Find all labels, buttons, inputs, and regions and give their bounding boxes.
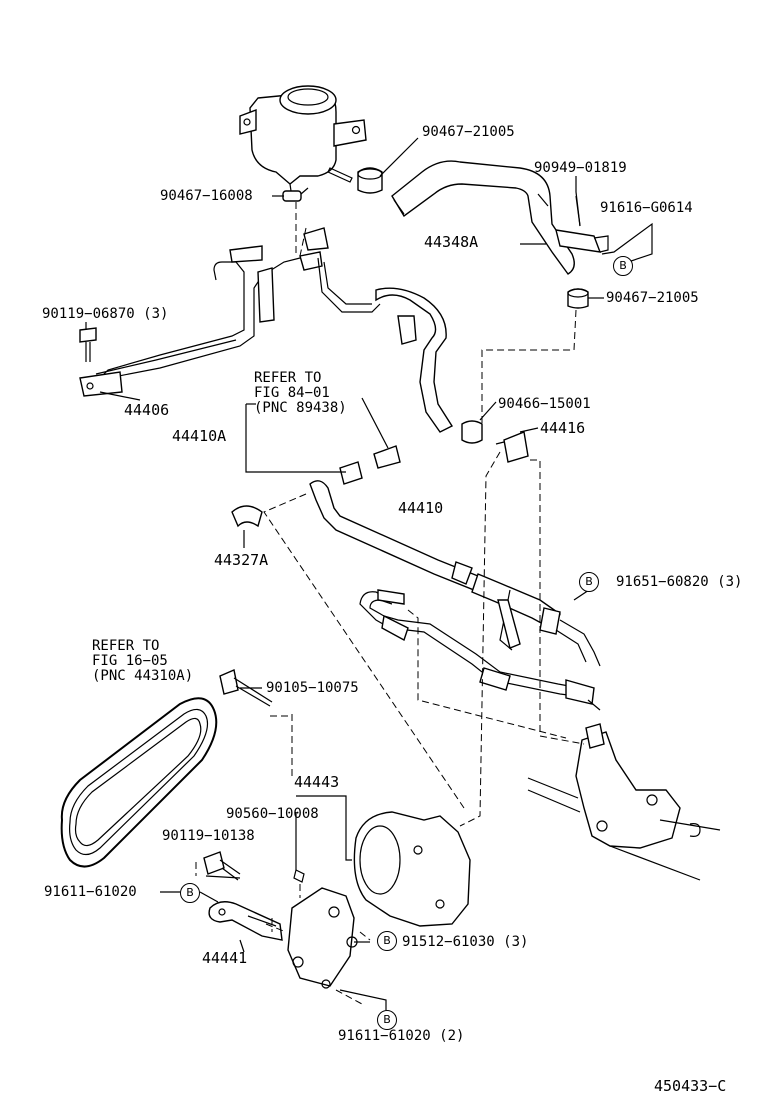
label-90467-16008: 90467−16008 xyxy=(160,188,253,204)
refer-note-fig16-line2: FIG 16−05 xyxy=(92,653,168,669)
label-44416: 44416 xyxy=(540,419,586,437)
label-90466-15001: 90466−15001 xyxy=(498,396,591,412)
refer-note-fig16-line3: (PNC 44310A) xyxy=(92,668,194,684)
callout-b-91512: B xyxy=(377,931,397,951)
bolt-90119-10138 xyxy=(203,851,241,881)
clamp-90467-16008 xyxy=(282,187,309,202)
callout-b-91611-left: B xyxy=(180,883,200,903)
label-44443: 44443 xyxy=(294,773,340,791)
refer-note-fig16-line1: REFER TO xyxy=(92,638,160,654)
union-44416 xyxy=(495,431,529,463)
bolt-90119-06870 xyxy=(79,327,97,362)
label-91512-61030: 91512−61030 (3) xyxy=(402,934,529,950)
clamp-90466 xyxy=(461,420,483,444)
label-44406: 44406 xyxy=(124,401,170,419)
label-90119-10138: 90119−10138 xyxy=(162,828,255,844)
refer-note-fig84-line2: FIG 84−01 xyxy=(254,385,330,401)
label-91611-61020-bottom: 91611−61020 (2) xyxy=(338,1028,465,1044)
label-90105-10075: 90105−10075 xyxy=(266,680,359,696)
label-44410: 44410 xyxy=(398,499,444,517)
clamp-top xyxy=(357,167,383,194)
label-91611-61020-left: 91611−61020 xyxy=(44,884,137,900)
label-91616-g0614: 91616−G0614 xyxy=(600,200,693,216)
reservoir-tank xyxy=(239,85,367,199)
clamp-mid xyxy=(567,288,589,309)
callout-b-91651: B xyxy=(579,572,599,592)
label-90119-06870: 90119−06870 (3) xyxy=(42,306,169,322)
label-90467-21005-mid: 90467−21005 xyxy=(606,290,699,306)
label-44441: 44441 xyxy=(202,949,248,967)
dashed-guide-lines xyxy=(195,202,585,1005)
diagram-id: 450433−C xyxy=(654,1077,727,1095)
callout-b-91611-bottom: B xyxy=(377,1010,397,1030)
refer-note-fig84-line1: REFER TO xyxy=(254,370,322,386)
label-44410a: 44410A xyxy=(172,427,227,445)
power-steering-pump xyxy=(353,811,471,927)
label-90560-10008: 90560−10008 xyxy=(226,806,319,822)
label-91651-60820: 91651−60820 (3) xyxy=(616,574,743,590)
pressure-tube xyxy=(375,287,454,433)
refer-note-fig84-line3: (PNC 89438) xyxy=(254,400,347,416)
leader-lines xyxy=(85,137,653,1010)
label-90467-21005-top: 90467−21005 xyxy=(422,124,515,140)
label-44348a: 44348A xyxy=(424,233,479,251)
switch-44410a xyxy=(245,397,401,485)
pressure-hose-44410 xyxy=(309,480,601,667)
tube-44406 xyxy=(79,227,381,397)
bolt-90105-10075 xyxy=(219,669,273,707)
adjusting-bar-44441 xyxy=(208,901,283,941)
drive-belt xyxy=(60,697,218,868)
clamp-44327a xyxy=(231,505,263,528)
label-44327a: 44327A xyxy=(214,551,269,569)
label-90949-01819: 90949−01819 xyxy=(534,160,627,176)
return-tube-lower xyxy=(359,589,601,711)
callout-b-91616: B xyxy=(613,256,633,276)
steering-gear xyxy=(527,723,721,881)
bracket-44443 xyxy=(287,869,358,989)
return-hose-44348a xyxy=(391,160,575,275)
